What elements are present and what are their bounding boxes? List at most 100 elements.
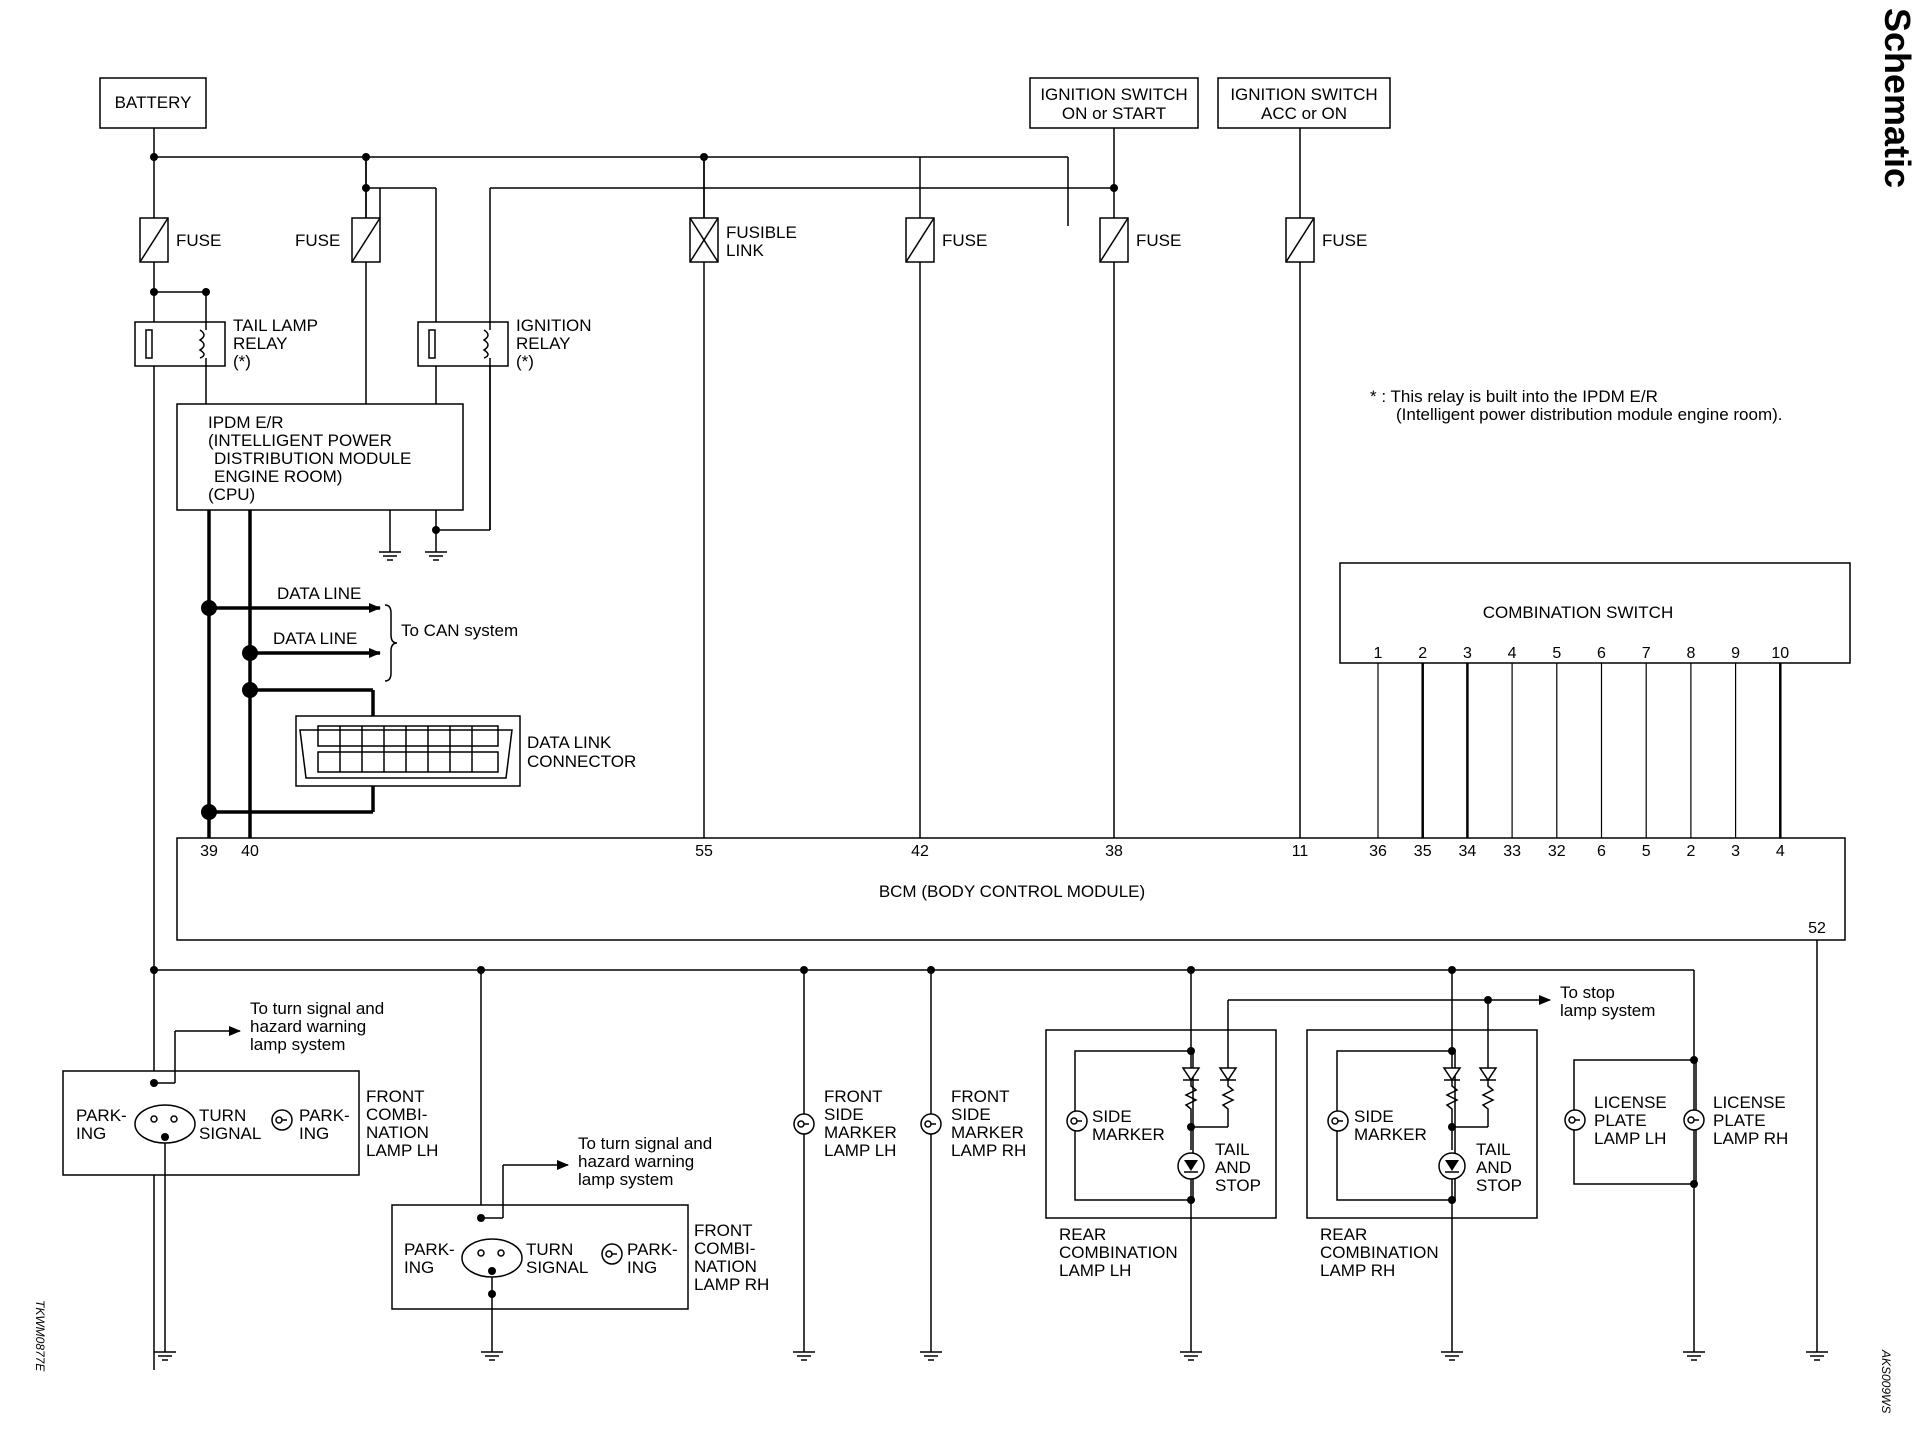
- bcm-title: BCM (BODY CONTROL MODULE): [879, 882, 1145, 901]
- ipdm-label-5: (CPU): [208, 485, 255, 504]
- front-combination-lamp-lh: [62, 1026, 360, 1361]
- ignition-switch-acc-label: IGNITION SWITCH: [1230, 85, 1377, 104]
- fusible-link-label-2: LINK: [726, 241, 764, 260]
- front-rh-turn-l2: SIGNAL: [526, 1258, 588, 1277]
- combination-switch-title: COMBINATION SWITCH: [1483, 603, 1673, 622]
- license-lh-l2: PLATE: [1594, 1111, 1647, 1130]
- ipdm-label-2: (INTELLIGENT POWER: [208, 431, 392, 450]
- front-lh-name-l2: COMBI-: [366, 1105, 427, 1124]
- side-marker-rh-l4: LAMP RH: [951, 1141, 1026, 1160]
- tail-lamp-relay-label-2: RELAY: [233, 334, 288, 353]
- tail-lamp-relay-label-3: (*): [233, 352, 251, 371]
- dlc-label-2: CONNECTOR: [527, 752, 636, 771]
- side-marker-lh-l2: SIDE: [824, 1105, 864, 1124]
- rear-rh-tail-l1: TAIL: [1476, 1140, 1511, 1159]
- tail-lamp-relay-label-1: TAIL LAMP: [233, 316, 318, 335]
- rear-rh-name-l2: COMBINATION: [1320, 1243, 1439, 1262]
- bcm-pin-40: 40: [241, 843, 259, 860]
- combination-switch-pin-4: 4: [1508, 645, 1517, 662]
- bcm-pin-4: 4: [1776, 843, 1785, 860]
- rear-lh-side-l1: SIDE: [1092, 1107, 1132, 1126]
- combination-switch-pin-3: 3: [1463, 645, 1472, 662]
- to-stop-lamp-1: To stop: [1560, 983, 1615, 1002]
- fusible-link: [689, 157, 719, 263]
- ipdm-label-4: ENGINE ROOM): [214, 467, 342, 486]
- figure-code-left: TKWM0877E: [33, 1300, 47, 1372]
- side-marker-lh-l1: FRONT: [824, 1087, 883, 1106]
- fuse-4: [905, 157, 935, 263]
- rear-rh-tail-l2: AND: [1476, 1158, 1512, 1177]
- fuse-5-label: FUSE: [1136, 231, 1181, 250]
- fuse-6-label: FUSE: [1322, 231, 1367, 250]
- front-rh-to-turn-3: lamp system: [578, 1170, 673, 1189]
- rear-rh-tail-l3: STOP: [1476, 1176, 1522, 1195]
- lamp-bus-wiring: [150, 940, 1829, 1361]
- ignition-switch-on-state: ON or START: [1062, 104, 1166, 123]
- combination-switch-wiring: [1377, 663, 1782, 838]
- rear-rh-name-l3: LAMP RH: [1320, 1261, 1395, 1280]
- fuse-6: [1285, 217, 1315, 263]
- bcm-pin-2: 2: [1686, 843, 1695, 860]
- bcm-pin-42: 42: [911, 843, 929, 860]
- license-rh-l2: PLATE: [1713, 1111, 1766, 1130]
- front-lh-parking1-l1: PARK-: [76, 1106, 127, 1125]
- can-wiring: [201, 510, 398, 838]
- rear-lh-tail-l1: TAIL: [1215, 1140, 1250, 1159]
- fuse-1: [139, 217, 169, 263]
- dlc-label-1: DATA LINK: [527, 733, 612, 752]
- fuse-2: [351, 217, 381, 263]
- front-rh-name-l4: LAMP RH: [694, 1275, 769, 1294]
- rear-lh-name-l1: REAR: [1059, 1225, 1106, 1244]
- bcm-pin-3: 3: [1731, 843, 1740, 860]
- bcm-pin-33: 33: [1503, 843, 1521, 860]
- bcm-pin-11: 11: [1292, 843, 1309, 860]
- combination-switch-pin-5: 5: [1552, 645, 1561, 662]
- combination-switch-pin-2: 2: [1418, 645, 1427, 662]
- front-lh-to-turn-1: To turn signal and: [250, 999, 384, 1018]
- ignition-relay: [365, 262, 509, 561]
- battery-label: BATTERY: [115, 93, 192, 112]
- front-rh-parking2-l1: PARK-: [627, 1240, 678, 1259]
- bcm-pin-36: 36: [1369, 843, 1387, 860]
- front-combination-lamp-rh: [391, 1160, 689, 1361]
- bcm-pin-39: 39: [200, 843, 218, 860]
- front-lh-turn-l1: TURN: [199, 1106, 246, 1125]
- rear-lh-tail-l3: STOP: [1215, 1176, 1261, 1195]
- front-lh-parking2-l2: ING: [299, 1124, 329, 1143]
- bcm-pin-55: 55: [695, 843, 713, 860]
- front-lh-turn-l2: SIGNAL: [199, 1124, 261, 1143]
- fuse-2-label: FUSE: [295, 231, 340, 250]
- license-plate-lamps: [1564, 1056, 1706, 1361]
- relay-note-line-2: (Intelligent power distribution module e…: [1396, 405, 1782, 424]
- rear-rh-side-l1: SIDE: [1354, 1107, 1394, 1126]
- ignition-relay-label-1: IGNITION: [516, 316, 592, 335]
- rear-combination-lamp-lh: [1045, 970, 1277, 1361]
- front-lh-name-l4: LAMP LH: [366, 1141, 438, 1160]
- front-rh-to-turn-1: To turn signal and: [578, 1134, 712, 1153]
- bcm-pin-52: 52: [1808, 920, 1826, 937]
- page-title: Schematic: [1877, 8, 1912, 188]
- front-lh-name-l3: NATION: [366, 1123, 429, 1142]
- side-marker-lh-l4: LAMP LH: [824, 1141, 896, 1160]
- front-rh-to-turn-2: hazard warning: [578, 1152, 694, 1171]
- can-system-label: To CAN system: [401, 621, 518, 640]
- ipdm-label-3: DISTRIBUTION MODULE: [214, 449, 411, 468]
- data-line-2-label: DATA LINE: [273, 629, 357, 648]
- side-marker-rh-l2: SIDE: [951, 1105, 991, 1124]
- front-lh-parking1-l2: ING: [76, 1124, 106, 1143]
- bcm-pin-34: 34: [1459, 843, 1477, 860]
- front-rh-name-l1: FRONT: [694, 1221, 753, 1240]
- fuse-5: [1099, 217, 1129, 263]
- ignition-relay-label-2: RELAY: [516, 334, 571, 353]
- license-lh-l3: LAMP LH: [1594, 1129, 1666, 1148]
- bcm-pin-32: 32: [1548, 843, 1566, 860]
- tail-lamp-relay: [134, 262, 226, 1370]
- front-lh-to-turn-3: lamp system: [250, 1035, 345, 1054]
- bcm-pin-38: 38: [1105, 843, 1123, 860]
- front-rh-parking1-l1: PARK-: [404, 1240, 455, 1259]
- rear-lh-side-l2: MARKER: [1092, 1125, 1165, 1144]
